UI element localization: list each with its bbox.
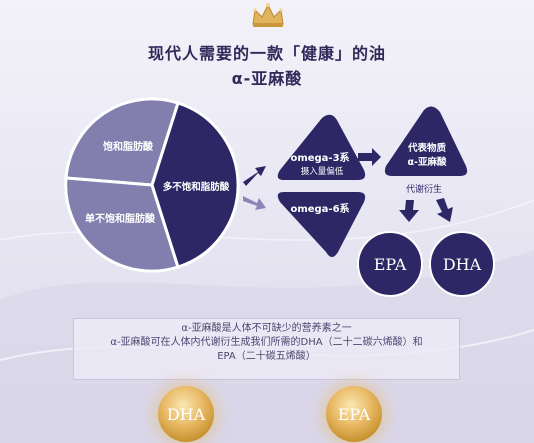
arrow-to-epa [399, 200, 419, 222]
gold-epa-badge: EPA [326, 386, 382, 442]
representative-shape [384, 106, 468, 176]
pie-slice-polyunsaturated [150, 101, 240, 269]
arrow-to-omega3 [243, 166, 266, 186]
info-line-3: EPA（二十碳五烯酸） [217, 351, 316, 362]
crown-icon [252, 3, 284, 27]
pie-slice-saturated [64, 97, 180, 187]
representative-label: 代表物质 [407, 142, 447, 154]
gold-dha-label: DHA [166, 404, 206, 424]
gold-dha-badge: DHA [158, 386, 214, 442]
page-title: 现代人需要的一款「健康」的油 [147, 44, 386, 63]
metabolic-label: 代谢衍生 [406, 183, 442, 195]
label-saturated: 饱和脂肪酸 [103, 140, 154, 153]
info-line-2: α-亚麻酸可在人体内代谢衍生成我们所需的DHA（二十二碳六烯酸）和 [110, 337, 423, 348]
page-subtitle: α-亚麻酸 [231, 69, 303, 88]
gold-epa-label: EPA [337, 404, 371, 424]
omega6-label: omega-6系 [290, 202, 349, 215]
epa-circle [357, 231, 423, 297]
omega3-label: omega-3系 [290, 151, 349, 164]
dha-label: DHA [443, 255, 482, 274]
arrow-to-dha [436, 198, 453, 222]
arrow-to-omega6 [243, 196, 266, 210]
fatty-acid-pie: 饱和脂肪酸 单不饱和脂肪酸 多不饱和脂肪酸 [64, 97, 240, 273]
epa-label: EPA [374, 255, 407, 274]
label-polyunsaturated: 多不饱和脂肪酸 [163, 181, 230, 193]
info-box: α-亚麻酸是人体不可缺少的营养素之一 α-亚麻酸可在人体内代谢衍生成我们所需的D… [73, 318, 460, 380]
representative-substance: α-亚麻酸 [408, 156, 447, 168]
omega3-note: 摄入量偏低 [301, 166, 344, 177]
arrow-to-representative [358, 148, 381, 166]
dha-circle [429, 231, 495, 297]
label-monounsaturated: 单不饱和脂肪酸 [85, 212, 156, 225]
omega6-shape [277, 192, 366, 257]
info-line-1: α-亚麻酸是人体不可缺少的营养素之一 [181, 323, 352, 334]
omega3-shape [277, 114, 366, 180]
pie-slice-monounsaturated [64, 176, 180, 273]
